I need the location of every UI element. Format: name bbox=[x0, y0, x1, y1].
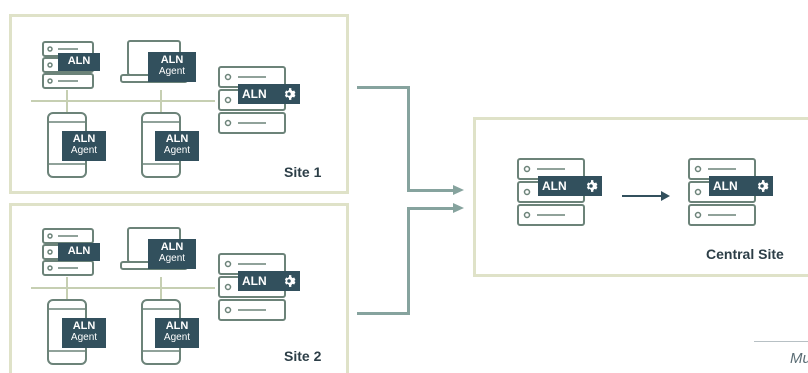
gear-icon bbox=[757, 180, 769, 192]
connector-site-2-h2 bbox=[407, 207, 455, 210]
site-1-small-server-tag: ALN bbox=[58, 53, 100, 71]
site-1-main-server-tag: ALN bbox=[238, 84, 300, 104]
tag-label: ALN bbox=[242, 87, 267, 101]
central-site-label: Central Site bbox=[706, 246, 784, 262]
connector-site-1-h2 bbox=[407, 189, 455, 192]
tag-label: ALN bbox=[165, 133, 189, 145]
site-2-lan-line bbox=[31, 287, 215, 289]
arrow-icon bbox=[453, 203, 464, 213]
site-1-lan-line bbox=[31, 100, 215, 102]
central-server-b-tag: ALN bbox=[709, 176, 773, 196]
tag-sublabel: Agent bbox=[158, 66, 186, 77]
tag-sublabel: Agent bbox=[70, 332, 98, 343]
site-2-main-server-tag: ALN bbox=[238, 271, 300, 291]
site-1-phone-2-tag: ALN Agent bbox=[155, 131, 199, 161]
arrow-icon bbox=[661, 191, 670, 201]
gear-icon bbox=[284, 88, 296, 100]
connector-site-1-h1 bbox=[357, 86, 409, 89]
tag-sublabel: Agent bbox=[163, 332, 191, 343]
tag-label: ALN bbox=[160, 54, 184, 66]
site-2-lan-drop-left bbox=[66, 277, 68, 299]
central-server-a-tag: ALN bbox=[538, 176, 602, 196]
site-2-laptop-tag: ALN Agent bbox=[148, 239, 196, 269]
tag-sublabel: Agent bbox=[163, 145, 191, 156]
arrow-icon bbox=[453, 185, 464, 195]
site-1-label: Site 1 bbox=[284, 164, 322, 180]
caption-rule bbox=[754, 341, 808, 342]
tag-label: ALN bbox=[72, 133, 96, 145]
site-1-laptop-tag: ALN Agent bbox=[148, 52, 196, 82]
tag-sublabel: Agent bbox=[158, 253, 186, 264]
tag-sublabel: Agent bbox=[70, 145, 98, 156]
tag-label: ALN bbox=[67, 245, 91, 257]
connector-site-1-v bbox=[407, 86, 410, 192]
site-1-lan-drop-left bbox=[66, 90, 68, 112]
tag-label: ALN bbox=[67, 55, 91, 67]
gear-icon bbox=[586, 180, 598, 192]
site-1-lan-drop-right bbox=[160, 90, 162, 112]
site-2-small-server-tag: ALN bbox=[58, 243, 100, 261]
tag-label: ALN bbox=[160, 241, 184, 253]
site-2-phone-2-tag: ALN Agent bbox=[155, 318, 199, 348]
connector-site-2-h1 bbox=[357, 312, 409, 315]
connector-site-2-v bbox=[407, 207, 410, 315]
site-1-phone-1-tag: ALN Agent bbox=[62, 131, 106, 161]
caption-text: Mu bbox=[790, 350, 808, 367]
site-2-label: Site 2 bbox=[284, 348, 322, 364]
central-arrow-line bbox=[622, 195, 662, 197]
tag-label: ALN bbox=[165, 320, 189, 332]
gear-icon bbox=[284, 275, 296, 287]
tag-label: ALN bbox=[713, 179, 738, 193]
site-2-phone-1-tag: ALN Agent bbox=[62, 318, 106, 348]
tag-label: ALN bbox=[542, 179, 567, 193]
tag-label: ALN bbox=[72, 320, 96, 332]
tag-label: ALN bbox=[242, 274, 267, 288]
site-2-lan-drop-right bbox=[160, 277, 162, 299]
